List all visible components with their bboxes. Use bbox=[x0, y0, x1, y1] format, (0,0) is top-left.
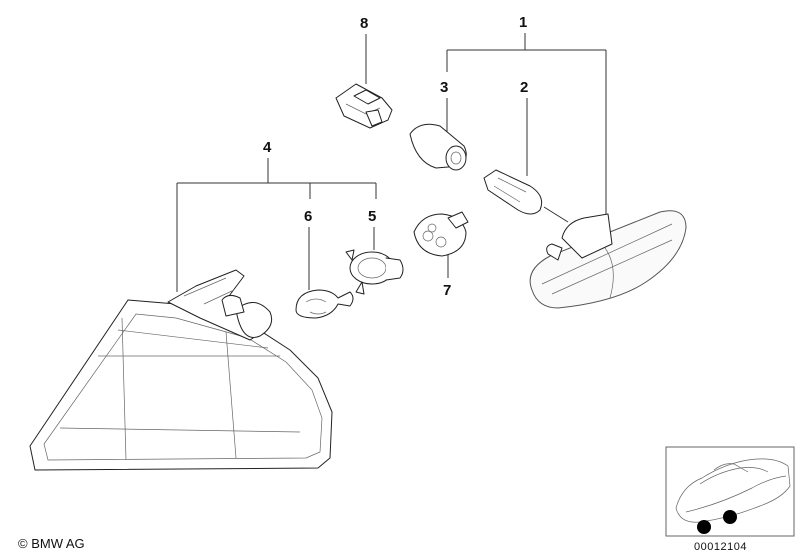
callout-6[interactable]: 6 bbox=[304, 208, 312, 225]
connector-8[interactable] bbox=[335, 83, 393, 129]
car-locator-icon bbox=[665, 446, 795, 537]
marker-dot-side bbox=[723, 510, 737, 524]
callout-2[interactable]: 2 bbox=[520, 79, 528, 96]
leader-lines bbox=[176, 33, 607, 292]
bulb-6[interactable] bbox=[295, 289, 354, 319]
bulb-2[interactable] bbox=[483, 169, 543, 215]
callout-7[interactable]: 7 bbox=[443, 282, 451, 299]
bulb-socket-3[interactable] bbox=[409, 123, 467, 171]
marker-dot-front bbox=[697, 520, 711, 534]
callout-8[interactable]: 8 bbox=[360, 15, 368, 32]
callout-1[interactable]: 1 bbox=[519, 14, 527, 31]
copyright-label: © BMW AG bbox=[18, 536, 85, 551]
diagram-reference-number: 00012104 bbox=[694, 541, 747, 553]
front-indicator-housing[interactable] bbox=[29, 269, 333, 471]
callout-3[interactable]: 3 bbox=[440, 79, 448, 96]
connector-7[interactable] bbox=[413, 211, 469, 257]
callout-4[interactable]: 4 bbox=[263, 139, 272, 156]
side-marker-light[interactable] bbox=[529, 210, 687, 309]
bulb-socket-5[interactable] bbox=[345, 249, 404, 295]
callout-5[interactable]: 5 bbox=[368, 208, 376, 225]
